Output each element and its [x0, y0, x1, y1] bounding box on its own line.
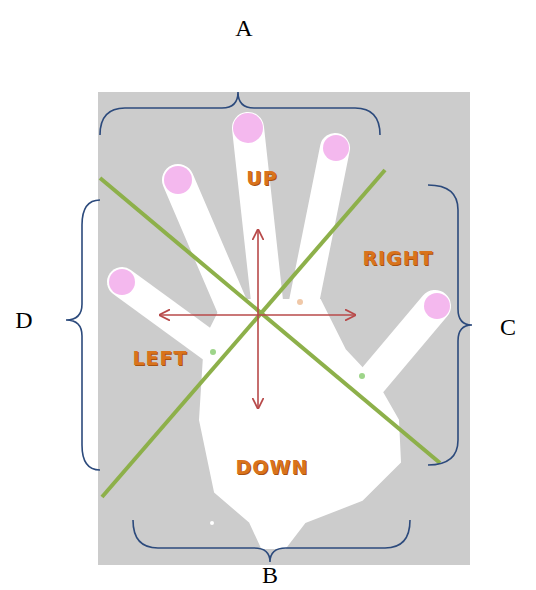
- region-letter: D: [15, 308, 32, 332]
- region-letter: B: [262, 563, 278, 587]
- region-letter: C: [500, 315, 516, 339]
- fingertip-markers: [109, 113, 450, 319]
- dividing-lines: [100, 170, 440, 497]
- finger-valley-markers: [210, 299, 365, 379]
- region-braces: [66, 92, 472, 562]
- direction-label: DOWN: [236, 458, 309, 477]
- direction-label: LEFT: [132, 349, 187, 368]
- background-image: [98, 92, 470, 565]
- direction-arrows: [160, 230, 355, 408]
- region-letter: A: [235, 16, 252, 40]
- direction-label: UP: [246, 169, 277, 188]
- direction-label: RIGHT: [362, 249, 433, 268]
- hand-silhouette: [122, 128, 435, 548]
